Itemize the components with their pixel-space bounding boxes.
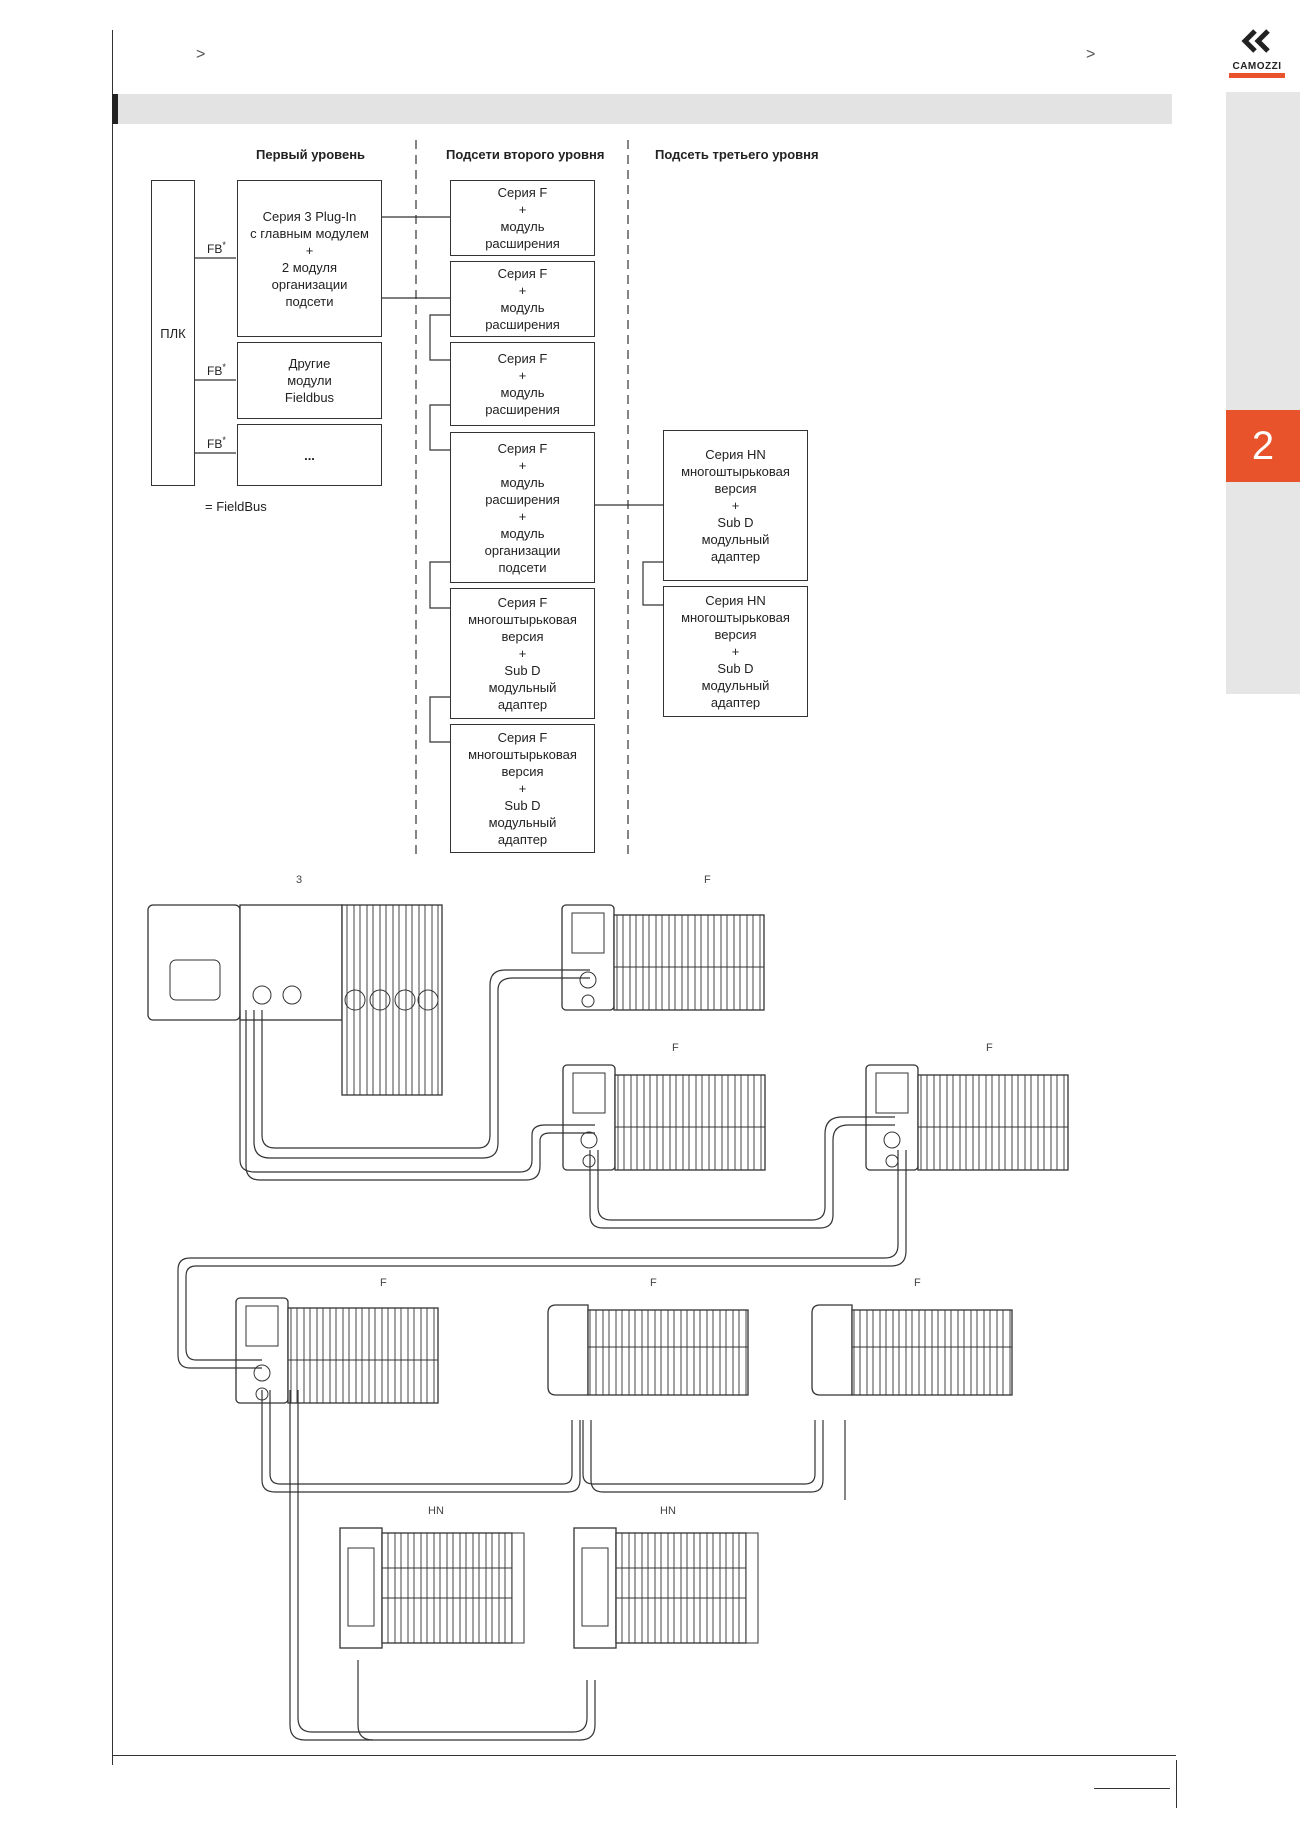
logo-accent-bar bbox=[1229, 73, 1285, 78]
fb-label-3: FB* bbox=[207, 435, 226, 451]
f-island-4 bbox=[235, 1297, 439, 1404]
module-label-f2: F bbox=[672, 1042, 679, 1054]
module-label-hn2: HN bbox=[660, 1505, 676, 1517]
breadcrumb-chevron-left: > bbox=[196, 46, 206, 63]
module-label-series3: 3 bbox=[296, 874, 303, 886]
level2-box-1: Серия F + модуль расширения bbox=[450, 180, 595, 256]
camozzi-logo-icon bbox=[1241, 29, 1270, 53]
level1-box-more: ... bbox=[237, 424, 382, 486]
hn-island-2 bbox=[573, 1527, 759, 1649]
level1-box-series3: Серия 3 Plug-In с главным модулем + 2 мо… bbox=[237, 180, 382, 337]
level3-box-2: Серия HN многоштырьковая версия + Sub D … bbox=[663, 586, 808, 717]
fieldbus-legend: = FieldBus bbox=[205, 499, 267, 514]
module-label-f3: F bbox=[986, 1042, 993, 1054]
level2-box-5: Серия F многоштырьковая версия + Sub D м… bbox=[450, 588, 595, 719]
plc-box: ПЛК bbox=[151, 180, 195, 486]
module-label-f6: F bbox=[914, 1277, 921, 1289]
hn-island-1 bbox=[339, 1527, 525, 1649]
left-margin-rule bbox=[112, 30, 113, 1765]
logo-text: CAMOZZI bbox=[1232, 61, 1282, 72]
level1-box-other-fieldbus: Другие модули Fieldbus bbox=[237, 342, 382, 419]
f-island-1 bbox=[561, 904, 765, 1011]
level2-box-6: Серия F многоштырьковая версия + Sub D м… bbox=[450, 724, 595, 853]
module-label-f4: F bbox=[380, 1277, 387, 1289]
fb-label-1: FB* bbox=[207, 240, 226, 256]
f-island-multipin-6 bbox=[811, 1304, 1013, 1396]
series3-plug-in-island bbox=[147, 904, 443, 1096]
side-section-tab bbox=[1226, 92, 1300, 694]
camozzi-logo: CAMOZZI bbox=[1224, 28, 1290, 78]
fb-label-2: FB* bbox=[207, 362, 226, 378]
module-label-hn1: HN bbox=[428, 1505, 444, 1517]
level-heading-third: Подсеть третьего уровня bbox=[655, 147, 819, 162]
footer-rule bbox=[112, 1755, 1176, 1756]
level2-box-2: Серия F + модуль расширения bbox=[450, 261, 595, 337]
section-header-bar bbox=[112, 94, 1172, 124]
footer-vertical-rule bbox=[1176, 1760, 1177, 1808]
section-number-badge[interactable]: 2 bbox=[1226, 410, 1300, 482]
f-island-multipin-5 bbox=[547, 1304, 749, 1396]
f-island-2 bbox=[562, 1064, 766, 1171]
level2-box-4: Серия F + модуль расширения + модуль орг… bbox=[450, 432, 595, 583]
plc-label: ПЛК bbox=[160, 325, 186, 341]
section-header-marker bbox=[112, 94, 118, 124]
level2-box-3: Серия F + модуль расширения bbox=[450, 342, 595, 426]
footer-short-rule bbox=[1094, 1788, 1170, 1789]
breadcrumb-chevron-right: > bbox=[1086, 46, 1096, 63]
level-heading-first: Первый уровень bbox=[256, 147, 366, 162]
level3-box-1: Серия HN многоштырьковая версия + Sub D … bbox=[663, 430, 808, 581]
module-label-f1: F bbox=[704, 874, 711, 886]
f-island-3 bbox=[865, 1064, 1069, 1171]
level-heading-second: Подсети второго уровня bbox=[446, 147, 605, 162]
module-label-f5: F bbox=[650, 1277, 657, 1289]
